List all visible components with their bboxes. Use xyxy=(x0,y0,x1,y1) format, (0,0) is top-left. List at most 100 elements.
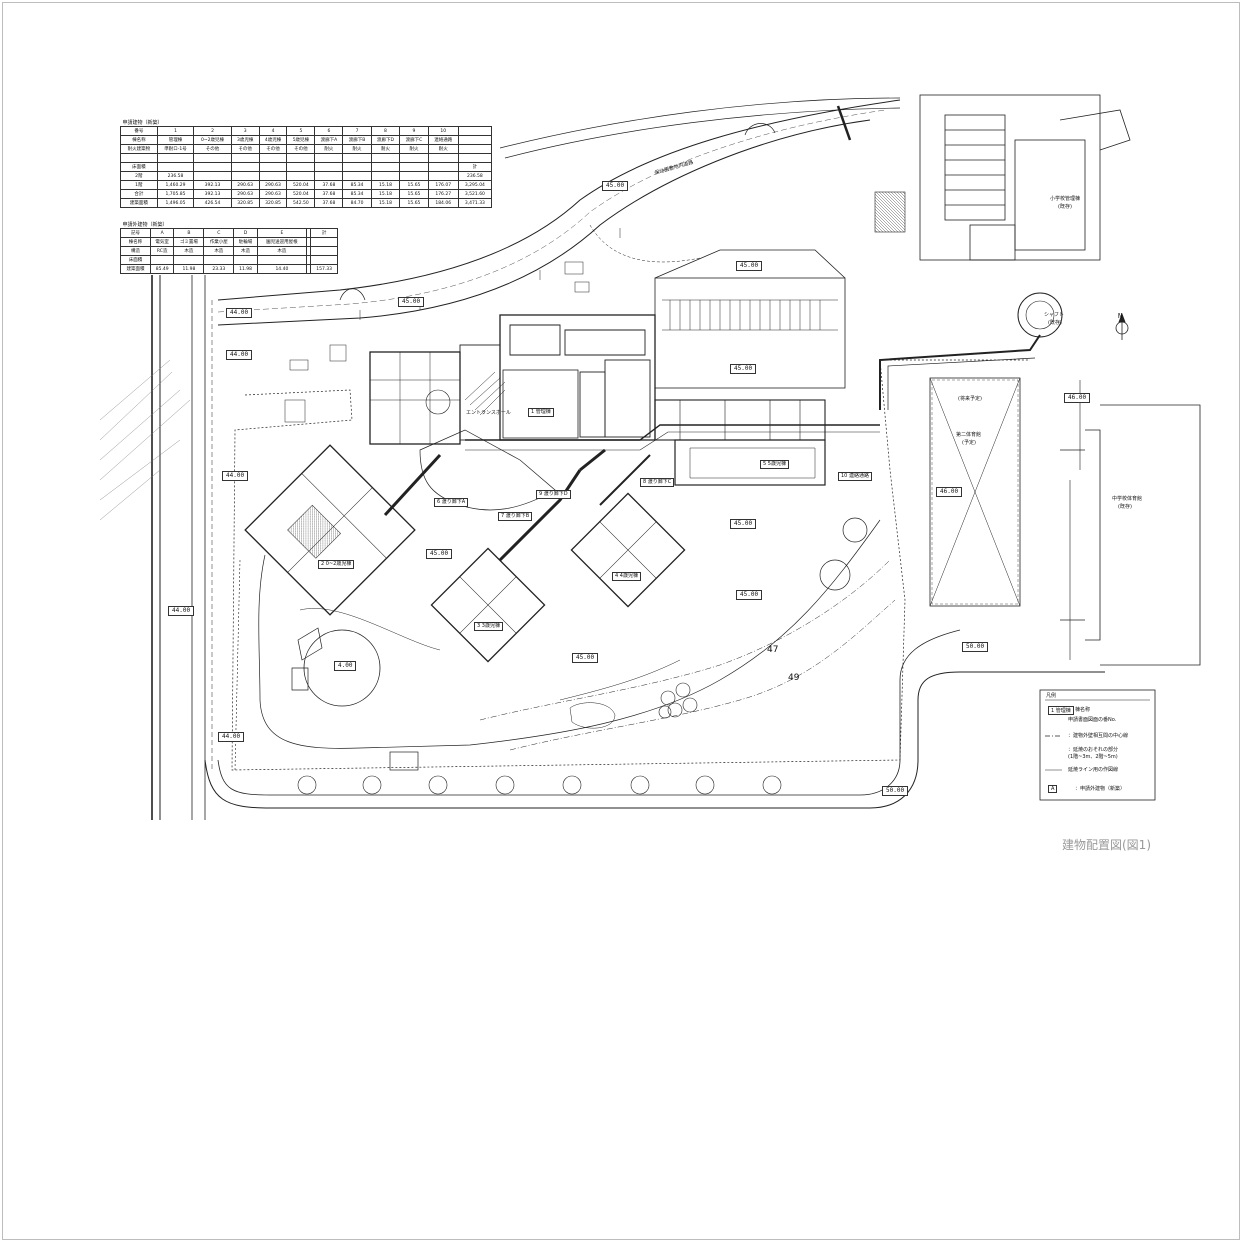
outbuilding-a xyxy=(874,191,906,233)
spot-elevation-lvl-44-b: 44.00 xyxy=(226,350,253,360)
road-arc-2 xyxy=(339,288,366,301)
connecting-corridor xyxy=(879,334,1041,410)
place-label-school-admin-sub: (既存) xyxy=(1058,204,1072,210)
spot-elevation-lvl-45-yard3: 45.00 xyxy=(736,590,763,600)
spot-elevation-lvl-45-yard1: 45.00 xyxy=(426,549,453,559)
legend-title: 凡例 xyxy=(1046,693,1057,699)
table1-row: 床面積計 xyxy=(120,162,493,172)
spot-elevation-lvl-45-park: 45.00 xyxy=(730,364,757,374)
legend-text: (1階~3m、2階~5m) xyxy=(1068,754,1118,760)
legend-text: ：申請外建物（新築） xyxy=(1075,786,1126,792)
entrance-fan xyxy=(464,371,506,416)
road-arc xyxy=(744,123,776,136)
campus-road-center xyxy=(217,109,886,313)
spot-elevation-lvl-4-circle: 4.00 xyxy=(334,661,357,671)
building-label-bldg-6: 6 渡り廊下A xyxy=(434,498,469,507)
spot-elevation-contour-49: 49 xyxy=(788,673,800,683)
contour-49-line xyxy=(509,599,896,751)
table2-cell xyxy=(305,264,312,274)
admin-building xyxy=(369,314,826,486)
table1-cell: 3,471.33 xyxy=(457,198,493,208)
building-label-bldg-10: 10 連絡通路 xyxy=(838,472,872,481)
legend-symbol: A xyxy=(1048,785,1058,793)
corridor-d xyxy=(599,454,651,506)
spot-elevation-lvl-44-d: 44.00 xyxy=(168,606,195,616)
campus-road-inner xyxy=(217,119,871,326)
building-label-bldg-2: 2 0~2歳児棟 xyxy=(318,560,355,569)
building-label-bldg-8: 8 渡り廊下C xyxy=(640,478,675,487)
building-label-bldg-9: 9 渡り廊下D xyxy=(536,490,571,499)
legend-text: ：延焼のおそれの部分 xyxy=(1068,747,1119,753)
shaft-circle xyxy=(1017,292,1063,338)
north-arrow xyxy=(1115,312,1129,340)
table2-cell: 建築面積 xyxy=(120,264,151,274)
spot-elevation-lvl-45-road: 45.00 xyxy=(602,181,629,191)
place-label-shaft: シャフト xyxy=(1044,312,1065,318)
corridor-spine-2 xyxy=(465,431,880,451)
jhs-gym xyxy=(1060,404,1201,666)
spot-elevation-lvl-46-right: 46.00 xyxy=(1064,393,1091,403)
yard-boundary xyxy=(258,519,881,749)
site-boundary xyxy=(231,359,1030,771)
yard-path-2 xyxy=(559,659,681,701)
second-gym xyxy=(929,377,1021,607)
yard-path-1 xyxy=(299,608,441,651)
table1-cell: 84.70 xyxy=(342,198,372,208)
building-label-bldg-5: 5 5歳児棟 xyxy=(760,460,789,469)
place-label-jhs-gym: 中学校体育館 xyxy=(1112,496,1143,502)
building-label-bldg-3: 3 3歳児棟 xyxy=(474,622,503,631)
sandpit-2 xyxy=(819,559,851,591)
upper-road-edge xyxy=(499,97,901,149)
corridor-spine xyxy=(465,424,880,441)
table2-cell: 157.33 xyxy=(310,264,338,274)
corridor-a xyxy=(383,453,442,517)
table1-cell: 184.06 xyxy=(427,198,459,208)
spot-elevation-lvl-44-c: 44.00 xyxy=(222,471,249,481)
building-label-bldg-1: 1 管理棟 xyxy=(528,408,554,417)
table1-row: 耐火建築物準耐ロ-1号その他その他その他その他耐火耐火耐火耐火耐火 xyxy=(120,144,493,154)
legend-text: 延焼ライン用の作図線 xyxy=(1068,767,1119,773)
spot-elevation-lvl-46-gym: 46.00 xyxy=(936,487,963,497)
road-barrier xyxy=(836,105,852,141)
legend-text: ：建物外壁相互間の中心線 xyxy=(1068,733,1129,739)
building-4 xyxy=(570,492,686,608)
parking-stalls xyxy=(662,299,838,331)
small-markers xyxy=(284,228,621,423)
contour-47-line xyxy=(479,559,891,721)
campus-road-outer xyxy=(217,99,901,301)
spot-elevation-lvl-45-left: 45.00 xyxy=(398,297,425,307)
bottom-road-outer xyxy=(204,671,1105,809)
building-label-bldg-7: 7 渡り廊下B xyxy=(498,512,533,521)
spot-elevation-lvl-50-b: 50.00 xyxy=(882,786,909,796)
spot-elevation-lvl-50-a: 50.00 xyxy=(962,642,989,652)
connecting-corridor-2 xyxy=(887,357,1036,410)
play-shelter xyxy=(291,627,323,691)
table2-row: 棟名称電気室ゴミ置場作業小屋駐輪場園児送迎用屋根 xyxy=(120,237,338,247)
spot-elevation-lvl-45-yard4: 45.00 xyxy=(572,653,599,663)
corridor-c xyxy=(579,448,606,472)
spot-elevation-lvl-44-e: 44.00 xyxy=(218,732,245,742)
legend-box xyxy=(1039,689,1156,801)
spot-elevation-lvl-45-yard2: 45.00 xyxy=(730,519,757,529)
tree-row xyxy=(297,775,782,795)
building-0-2 xyxy=(244,444,416,616)
right-road xyxy=(1069,380,1081,660)
parking-top xyxy=(654,249,846,279)
upper-road-edge-2 xyxy=(504,107,901,159)
spot-elevation-contour-47: 47 xyxy=(767,645,779,655)
sandpit-1 xyxy=(842,517,868,543)
table1-title: 申請建物（新築） xyxy=(122,119,163,126)
shaft-circle-inner xyxy=(1025,300,1055,330)
tree-cluster xyxy=(658,682,698,719)
building-3 xyxy=(430,547,546,663)
site-boundary-2 xyxy=(234,559,241,771)
place-label-gym2: 第二体育館 xyxy=(956,432,982,438)
place-label-future: (将来予定) xyxy=(958,396,982,402)
place-label-gym2-sub: (予定) xyxy=(962,440,976,446)
